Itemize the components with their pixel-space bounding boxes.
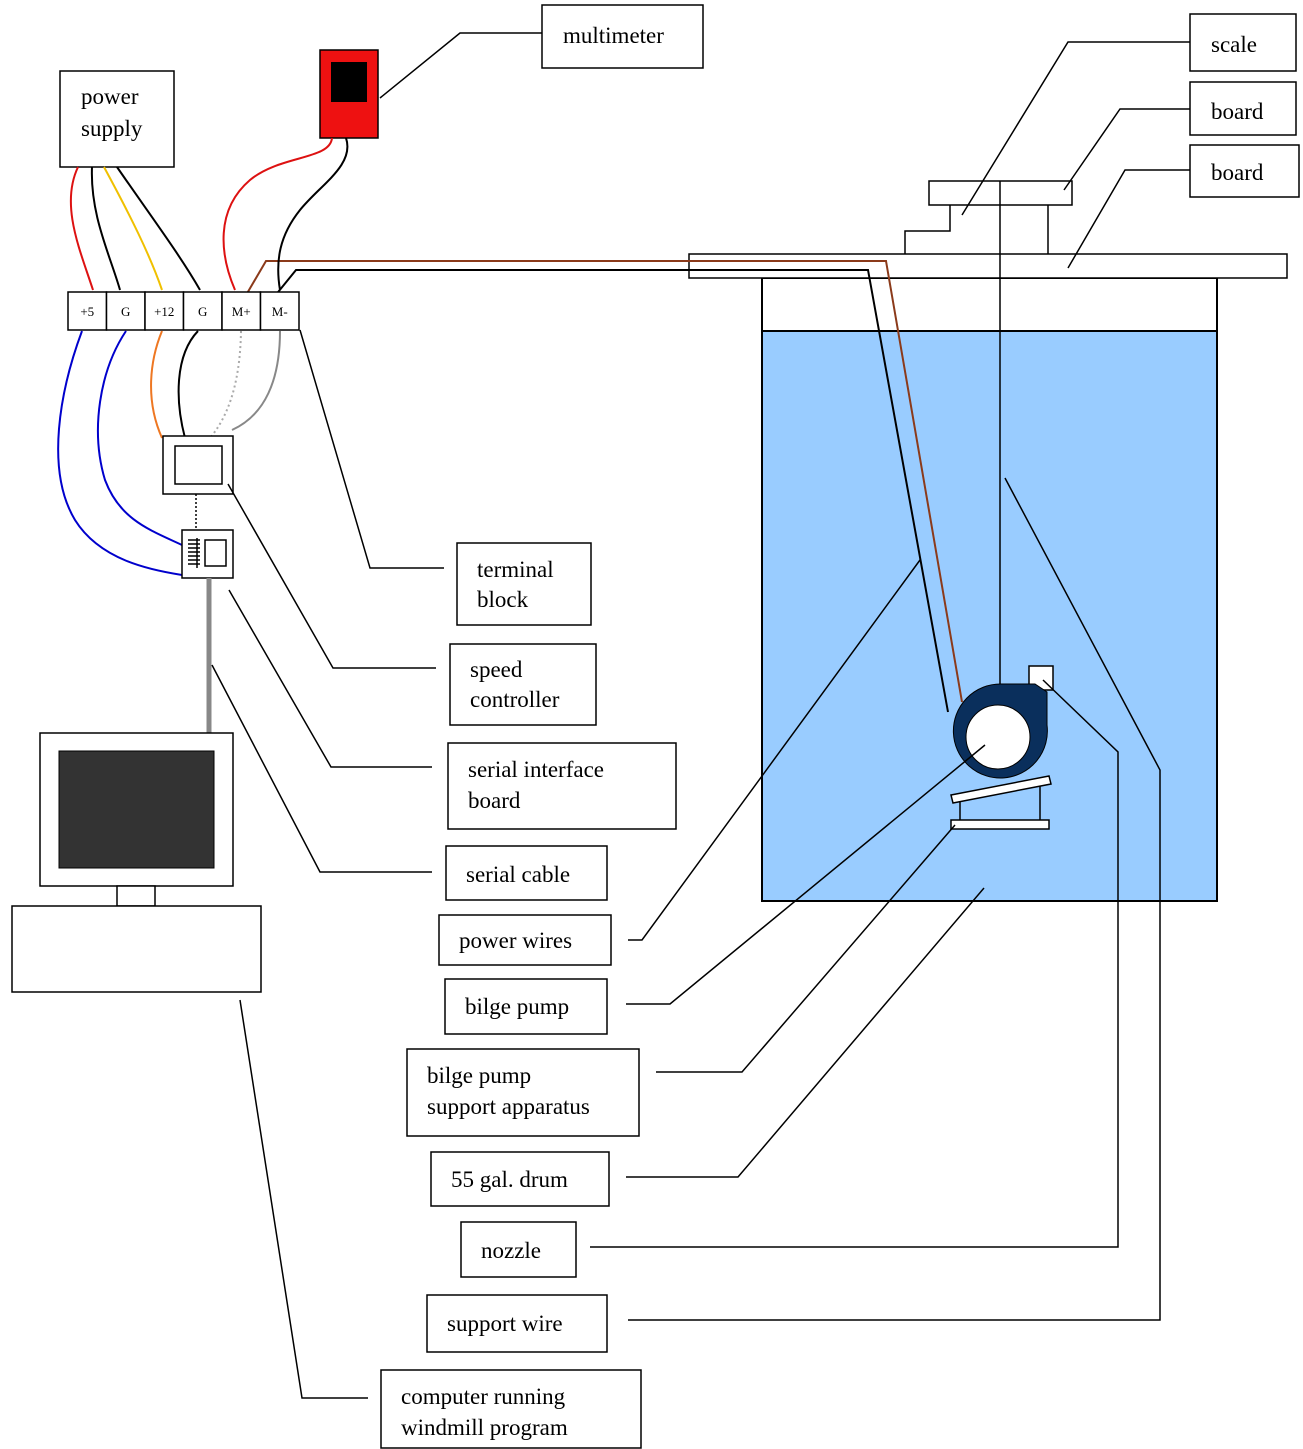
computer-base <box>11 905 262 993</box>
label-speed-controller-line2: controller <box>470 687 560 712</box>
label-terminal-block-line2: block <box>477 587 529 612</box>
label-bilge-pump: bilge pump <box>444 978 608 1035</box>
pump-impeller <box>965 704 1031 770</box>
label-speed-controller-line1: speed <box>470 657 523 682</box>
serial-interface-board <box>181 529 234 579</box>
leader-board-main <box>1067 169 1190 269</box>
label-nozzle: nozzle <box>460 1221 577 1278</box>
motor-wire-negative <box>269 269 949 713</box>
leader-computer <box>239 999 368 1399</box>
motor-wire-positive <box>241 260 963 703</box>
leader-multimeter <box>379 32 542 99</box>
label-multimeter-text: multimeter <box>563 23 664 48</box>
leader-speed-controller <box>227 483 436 669</box>
label-computer: computer running windmill program <box>380 1369 642 1449</box>
power-supply: power supply <box>59 70 175 168</box>
label-support-wire-text: support wire <box>447 1311 563 1336</box>
terminal-cell: +5 <box>67 291 108 331</box>
multimeter-device <box>319 49 379 139</box>
label-board-main-text: board <box>1211 160 1264 185</box>
label-power-wires: power wires <box>438 914 612 966</box>
label-bilge-pump-text: bilge pump <box>465 994 569 1019</box>
leader-nozzle <box>590 679 1119 1248</box>
power-supply-label-line2: supply <box>81 116 143 141</box>
wire-orange-12v <box>150 330 163 439</box>
leader-serial-cable <box>211 664 432 873</box>
computer <box>11 732 262 993</box>
wire-blue-ground <box>96 330 183 546</box>
drum-water <box>761 330 1218 902</box>
wire-black-ground-2 <box>116 166 201 291</box>
terminal-cell: M+ <box>221 291 262 331</box>
terminal-cell: M- <box>259 291 300 331</box>
leader-drum <box>626 887 985 1178</box>
label-scale-text: scale <box>1211 32 1257 57</box>
label-board-top: board <box>1189 81 1297 136</box>
leader-pump-support <box>656 824 956 1073</box>
label-computer-line2: windmill program <box>401 1415 568 1440</box>
terminal-label: +5 <box>80 304 94 319</box>
wire-gray-motor-negative <box>231 330 281 431</box>
terminal-label: G <box>198 304 207 319</box>
label-serial-cable: serial cable <box>445 845 608 901</box>
wire-dotted-motor-positive <box>209 330 242 439</box>
wire-black-ground-3 <box>177 330 199 439</box>
leader-serial-interface <box>228 589 432 768</box>
scale <box>904 205 1049 254</box>
leader-scale <box>961 41 1190 216</box>
label-pump-support-line1: bilge pump <box>427 1063 531 1088</box>
terminal-label: G <box>121 304 130 319</box>
speed-controller <box>162 435 234 495</box>
terminal-cell: G <box>182 291 223 331</box>
label-serial-interface-line1: serial interface <box>468 757 604 782</box>
label-drum: 55 gal. drum <box>430 1151 610 1207</box>
interface-board-pins <box>188 538 200 568</box>
label-board-main: board <box>1189 144 1300 198</box>
label-pump-support-line2: support apparatus <box>427 1094 590 1119</box>
terminal-block: +5 G +12 G M+ M- <box>67 291 300 331</box>
label-drum-text: 55 gal. drum <box>451 1167 568 1192</box>
label-scale: scale <box>1189 13 1297 72</box>
terminal-cell: G <box>105 291 146 331</box>
terminal-label: M- <box>272 304 288 319</box>
leader-support-wire <box>628 477 1161 1321</box>
label-board-top-text: board <box>1211 99 1264 124</box>
terminal-cell: +12 <box>144 291 185 331</box>
label-power-wires-text: power wires <box>459 928 572 953</box>
leader-board-top <box>1063 108 1190 191</box>
label-serial-interface-line2: board <box>468 788 521 813</box>
monitor-screen <box>58 750 215 869</box>
multimeter-display <box>331 62 367 102</box>
board-main <box>688 253 1288 279</box>
terminal-label: +12 <box>154 304 174 319</box>
label-support-wire: support wire <box>426 1294 608 1353</box>
leader-terminal-block <box>299 329 444 569</box>
label-speed-controller: speed controller <box>449 643 597 726</box>
monitor-stand <box>116 885 156 907</box>
wire-black-ground-1 <box>90 166 121 291</box>
terminal-label: M+ <box>232 304 251 319</box>
drum <box>761 277 1218 902</box>
bilge-pump <box>952 665 1054 779</box>
label-terminal-block: terminal block <box>456 542 592 626</box>
multimeter-lead-black <box>277 137 349 291</box>
label-nozzle-text: nozzle <box>481 1238 541 1263</box>
wire-yellow-12v <box>103 166 163 291</box>
label-serial-interface-board: serial interface board <box>447 742 677 830</box>
wire-blue-5v <box>57 330 183 576</box>
label-multimeter: multimeter <box>541 4 704 69</box>
multimeter-lead-red <box>222 137 333 291</box>
label-computer-line1: computer running <box>401 1384 566 1409</box>
leader-bilge-pump <box>626 744 986 1005</box>
leader-power-wires <box>628 559 921 941</box>
label-terminal-block-line1: terminal <box>477 557 554 582</box>
label-serial-cable-text: serial cable <box>466 862 570 887</box>
power-supply-label-line1: power <box>81 84 139 109</box>
pump-support-apparatus <box>950 775 1052 830</box>
wire-red-5v <box>69 166 94 291</box>
label-pump-support: bilge pump support apparatus <box>406 1048 640 1137</box>
